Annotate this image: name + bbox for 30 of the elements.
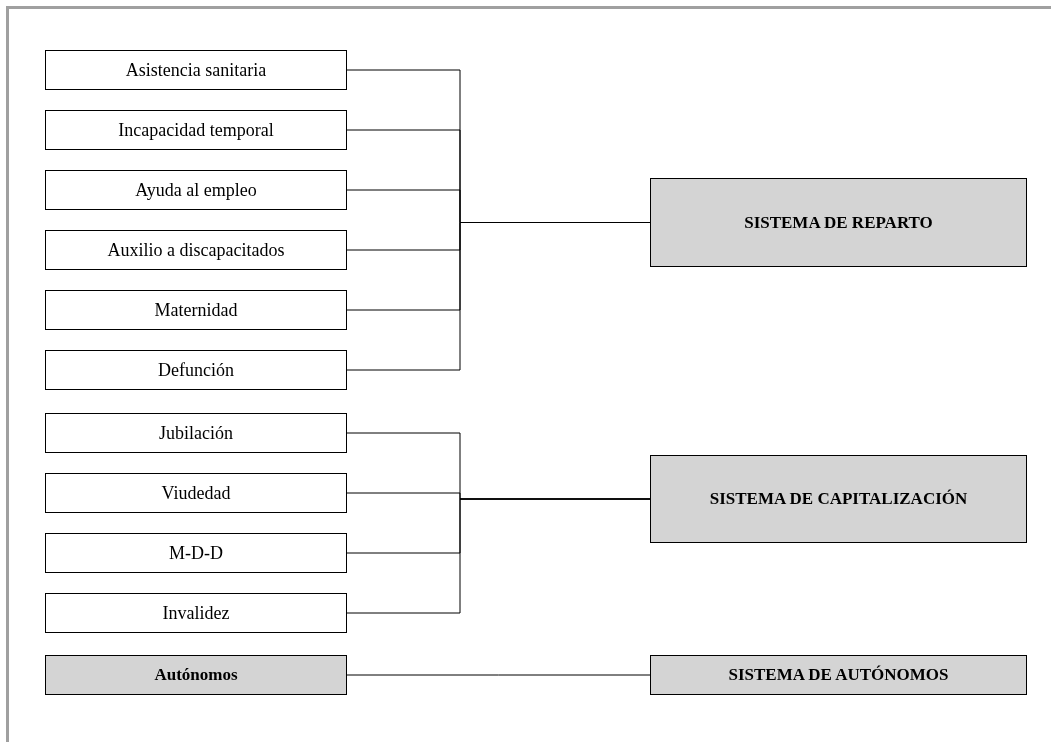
benefit-box [45, 170, 347, 210]
box-label: Maternidad [154, 299, 238, 322]
benefit-box [45, 350, 347, 390]
box-label: Auxilio a discapacitados [107, 239, 285, 262]
benefit-box [45, 413, 347, 453]
box-label: Jubilación [159, 422, 233, 445]
box-label: M-D-D [169, 542, 223, 565]
benefit-box [45, 110, 347, 150]
box-label: SISTEMA DE AUTÓNOMOS [728, 664, 949, 686]
system-box [650, 455, 1027, 543]
box-label: Viudedad [161, 482, 231, 505]
system-box [650, 655, 1027, 695]
benefit-box [45, 593, 347, 633]
system-box [45, 655, 347, 695]
connector-line [346, 498, 651, 614]
box-label: Invalidez [162, 602, 230, 625]
benefit-box [45, 290, 347, 330]
box-label: Asistencia sanitaria [125, 59, 267, 82]
box-label: Autónomos [154, 664, 238, 686]
system-box [650, 178, 1027, 267]
box-label: SISTEMA DE CAPITALIZACIÓN [709, 488, 968, 510]
benefit-box [45, 50, 347, 90]
box-label: Ayuda al empleo [135, 179, 257, 202]
box-label: SISTEMA DE REPARTO [744, 211, 933, 234]
connector-line [346, 674, 651, 676]
benefit-box [45, 230, 347, 270]
benefit-box [45, 533, 347, 573]
box-label: Defunción [158, 359, 234, 382]
benefit-box [45, 473, 347, 513]
box-label: Incapacidad temporal [118, 119, 274, 142]
